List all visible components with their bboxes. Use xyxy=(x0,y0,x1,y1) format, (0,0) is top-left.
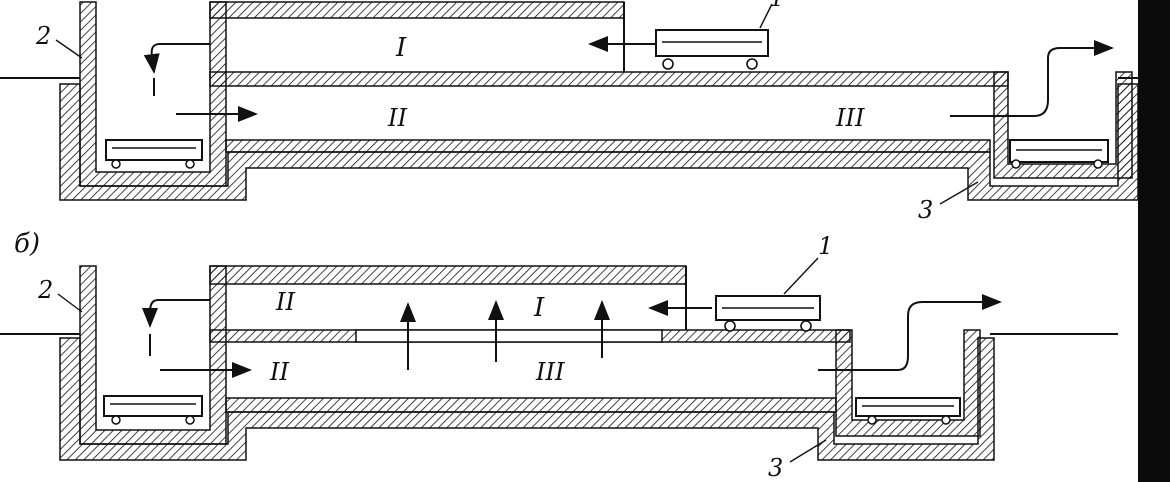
label-zone-1-b: I xyxy=(533,293,545,323)
diagram-a: I II III 2 3 xyxy=(0,1,1139,224)
label-zone-3-b: III xyxy=(535,358,565,386)
right-edge-bar xyxy=(1138,0,1170,482)
diagram-b: б) xyxy=(0,229,1118,482)
lower-tunnel-floor xyxy=(225,139,991,153)
arrow-right-exit xyxy=(950,40,1114,117)
leader-lift-left-b xyxy=(57,293,83,313)
right-shaft-wall xyxy=(993,71,1133,179)
label-lift-left-b: 2 xyxy=(37,276,53,304)
right-lift-platform xyxy=(1009,139,1109,169)
upper-tunnel-roof xyxy=(209,1,625,19)
middle-slab xyxy=(209,71,1009,87)
leader-lift-right-b xyxy=(789,439,827,463)
label-lift-left-a: 2 xyxy=(35,22,51,50)
right-shaft-wall-b xyxy=(835,329,981,437)
arrow-left-down xyxy=(143,43,210,74)
left-lift-platform xyxy=(105,139,203,169)
lower-tunnel-floor-b xyxy=(225,397,837,413)
label-zone-2-lower-b: II xyxy=(269,358,289,386)
arrow-left-down-b xyxy=(142,299,210,328)
label-zone-1-a: I xyxy=(395,33,407,63)
wagon-b xyxy=(715,257,821,332)
leader-lift-left-a xyxy=(55,39,83,59)
label-lift-right-a: 3 xyxy=(918,196,933,224)
label-lift-right-b: 3 xyxy=(768,454,783,482)
left-lift-platform-b xyxy=(103,395,203,425)
upper-tunnel-roof-b xyxy=(209,265,687,285)
label-zone-2-a: II xyxy=(387,104,407,132)
left-shaft-wall-b xyxy=(79,265,227,445)
leader-lift-right-a xyxy=(939,181,979,205)
arrow-right-exit-b xyxy=(818,294,1002,371)
wagon-a xyxy=(655,3,773,70)
label-wagon-a: 1 xyxy=(770,0,784,12)
right-lift-platform-b xyxy=(855,397,961,425)
perforated-section xyxy=(355,329,663,343)
label-wagon-b: 1 xyxy=(818,232,833,260)
label-zone-2-upper-b: II xyxy=(275,288,295,316)
caption-b: б) xyxy=(14,229,40,259)
label-zone-3-a: III xyxy=(835,104,865,132)
